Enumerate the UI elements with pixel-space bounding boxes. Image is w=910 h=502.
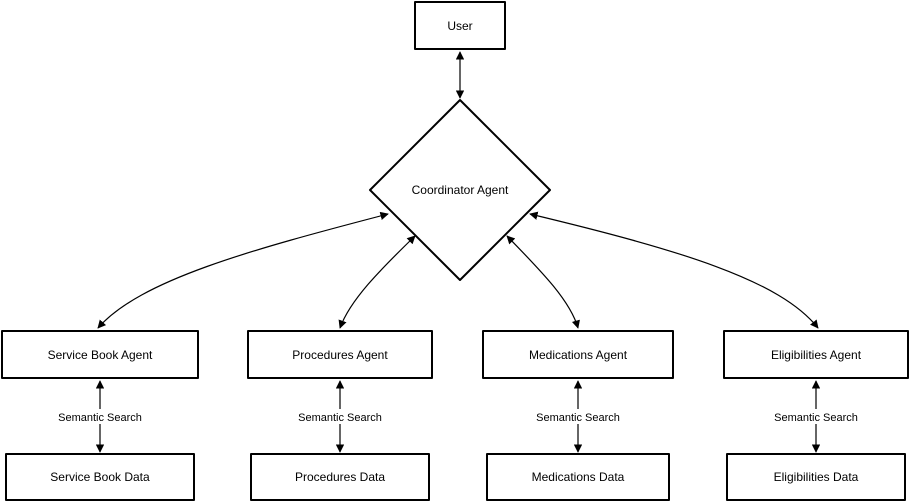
data-node-medications: Medications Data <box>486 453 670 501</box>
agent-node-service-book: Service Book Agent <box>1 330 199 379</box>
coordinator-label: Coordinator Agent <box>412 183 509 197</box>
data-node-service-book: Service Book Data <box>5 453 195 501</box>
agent-node-medications: Medications Agent <box>482 330 674 379</box>
edge-label: Semantic Search <box>774 412 858 424</box>
agent-label: Medications Agent <box>529 348 628 362</box>
agent-node-eligibilities: Eligibilities Agent <box>723 330 909 379</box>
user-label: User <box>447 19 472 33</box>
edge-procedures-agent-data: Semantic Search <box>292 380 388 453</box>
data-node-eligibilities: Eligibilities Data <box>726 453 906 501</box>
edge-coordinator-service-book-agent <box>97 211 389 329</box>
data-label: Medications Data <box>532 470 625 484</box>
edge-label: Semantic Search <box>298 412 382 424</box>
edge-label: Semantic Search <box>58 412 142 424</box>
edge-coordinator-medications-agent <box>506 235 580 329</box>
coordinator-node: Coordinator Agent <box>369 99 551 281</box>
edge-medications-agent-data: Semantic Search <box>530 380 626 453</box>
edge-coordinator-procedures-agent <box>338 235 416 329</box>
agent-label: Service Book Agent <box>48 348 153 362</box>
edge-coordinator-eligibilities-agent <box>529 211 819 329</box>
edge-eligibilities-agent-data: Semantic Search <box>768 380 864 453</box>
data-label: Eligibilities Data <box>774 470 859 484</box>
user-node: User <box>414 1 506 50</box>
data-label: Service Book Data <box>50 470 150 484</box>
data-node-procedures: Procedures Data <box>250 453 430 501</box>
agent-label: Eligibilities Agent <box>771 348 862 362</box>
agent-label: Procedures Agent <box>292 348 388 362</box>
edge-service-book-agent-data: Semantic Search <box>52 380 148 453</box>
data-label: Procedures Data <box>295 470 385 484</box>
agent-node-procedures: Procedures Agent <box>247 330 433 379</box>
edge-label: Semantic Search <box>536 412 620 424</box>
